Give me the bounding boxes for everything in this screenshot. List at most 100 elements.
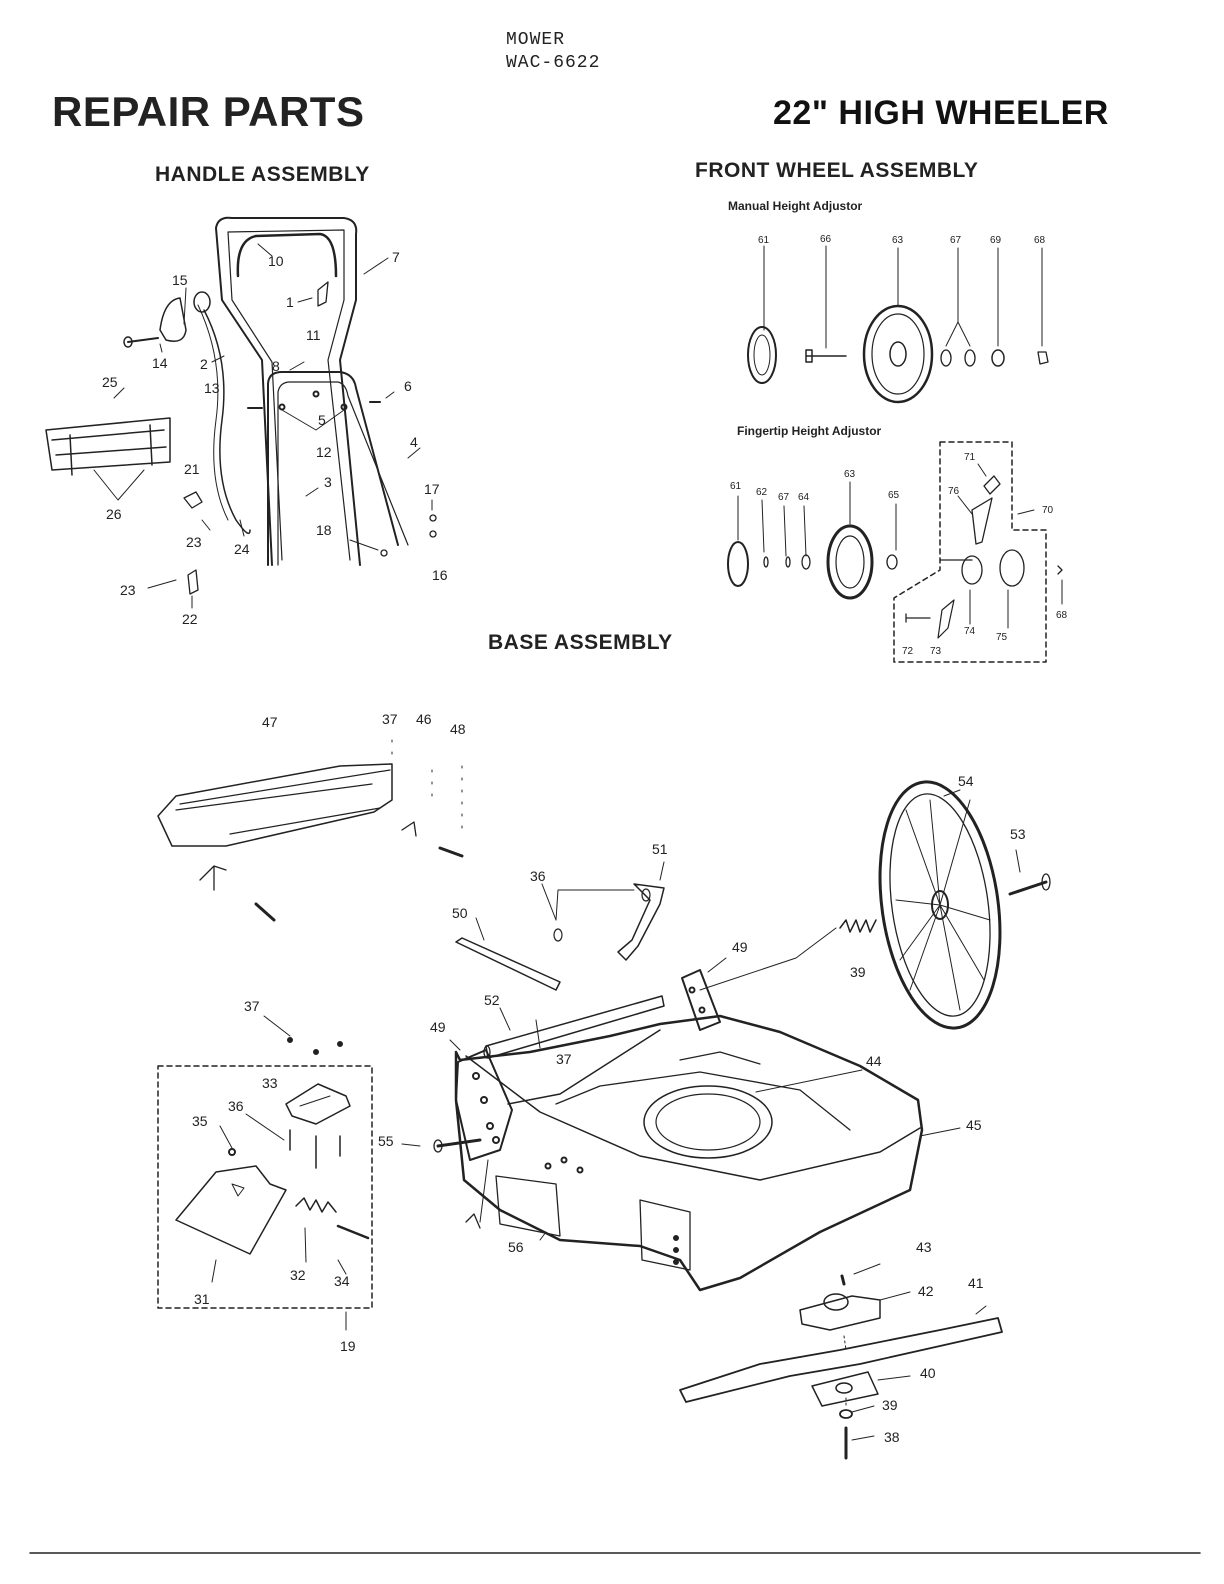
callout-numbers: 10 7 15 1 11 14 2 8 13 6 25 5 12 4 21 3 … [102,234,1068,1445]
callout: 54 [958,773,974,789]
callout: 8 [272,358,280,374]
callout: 13 [204,380,220,396]
callout: 66 [820,234,832,245]
spring-39 [839,919,877,933]
callout: 24 [234,541,250,557]
lever-71 [983,475,1001,495]
base-assembly-heading: BASE ASSEMBLY [488,631,673,654]
callout: 49 [430,1019,446,1035]
fingertip-height-adjustor-label: Fingertip Height Adjustor [737,424,882,438]
control-cable-2 [197,304,229,521]
callout: 7 [392,249,400,265]
callout: 15 [172,272,188,288]
callout: 17 [424,481,440,497]
bolt-53 [1008,880,1048,896]
blade-41 [679,1317,1003,1403]
bracket-21 [183,491,203,509]
model-number: WAC-6622 [506,53,601,73]
callout: 61 [758,235,770,246]
callout: 22 [182,611,198,627]
page-title: REPAIR PARTS [52,88,365,135]
callout: 68 [1056,610,1068,621]
callout: 12 [316,444,332,460]
bolt-14 [127,337,159,343]
callout: 50 [452,905,468,921]
callout: 37 [556,1051,572,1067]
deck-well-44 [643,1085,773,1159]
callout: 72 [902,646,914,657]
callout: 36 [530,868,546,884]
grip-bar [236,232,338,278]
callout: 51 [652,841,668,857]
front-wheel-assembly-heading: FRONT WHEEL ASSEMBLY [695,159,979,182]
washer-67a [940,349,952,367]
callout: 40 [920,1365,936,1381]
callout: 1 [286,294,294,310]
nut-18 [380,549,388,557]
callout: 5 [318,412,326,428]
link-51 [617,883,665,961]
lower-handle [267,371,399,566]
bolt-48 [438,846,464,858]
callout: 32 [290,1267,306,1283]
product-title: 22" HIGH WHEELER [773,94,1109,132]
callout: 44 [866,1053,882,1069]
nut-68 [1037,351,1049,365]
spring-73 [937,599,955,639]
upper-handle-inner [227,229,351,561]
callout: 69 [990,235,1002,246]
callout: 26 [106,506,122,522]
callout: 42 [918,1283,934,1299]
spring-32 [295,1197,337,1213]
callout: 11 [306,327,321,343]
callout: 49 [732,939,748,955]
axle-bolt-66 [805,349,847,363]
bracket-49-right [681,969,721,1031]
bolt-47 [254,902,276,922]
callout: 41 [968,1275,984,1291]
bracket-49-left [455,1049,513,1161]
lever-arm-76 [971,497,993,545]
callout: 45 [966,1117,982,1133]
callout: 43 [916,1239,932,1255]
bolt-55 [436,1138,482,1148]
callout: 73 [930,646,942,657]
callout: 3 [324,474,332,490]
callout: 70 [1042,505,1054,516]
plate-75 [999,549,1025,587]
callout: 76 [948,486,960,497]
callout: 35 [192,1113,208,1129]
callout: 48 [450,721,466,737]
callout: 23 [120,582,136,598]
wheel-63 [862,304,934,404]
callout: 38 [884,1429,900,1445]
callout: 14 [152,355,168,371]
mower-deck-45 [454,1014,924,1292]
upper-handle [215,216,361,566]
callout: 39 [850,964,866,980]
bolt-72 [905,613,931,623]
pins-36 [289,1129,341,1169]
washer-39 [839,1409,853,1419]
clip-22 [187,569,199,595]
callout: 74 [964,626,976,637]
rod-34 [336,1224,370,1240]
callout: 25 [102,374,118,390]
washer-67b [964,349,976,367]
rear-plate-47 [157,763,393,847]
callout: 31 [194,1291,210,1307]
lower-handle-inner [277,381,409,566]
bracket-33 [285,1083,351,1125]
callout: 62 [756,487,768,498]
callout: 37 [382,711,398,727]
callout: 2 [200,356,208,372]
callout: 47 [262,714,278,730]
callout: 36 [228,1098,244,1114]
callout: 56 [508,1239,524,1255]
callout: 39 [882,1397,898,1413]
callout: 65 [888,490,900,501]
callout: 4 [410,434,418,450]
axle-rod-52 [485,995,665,1059]
rear-wheel-54 [878,780,1002,1030]
